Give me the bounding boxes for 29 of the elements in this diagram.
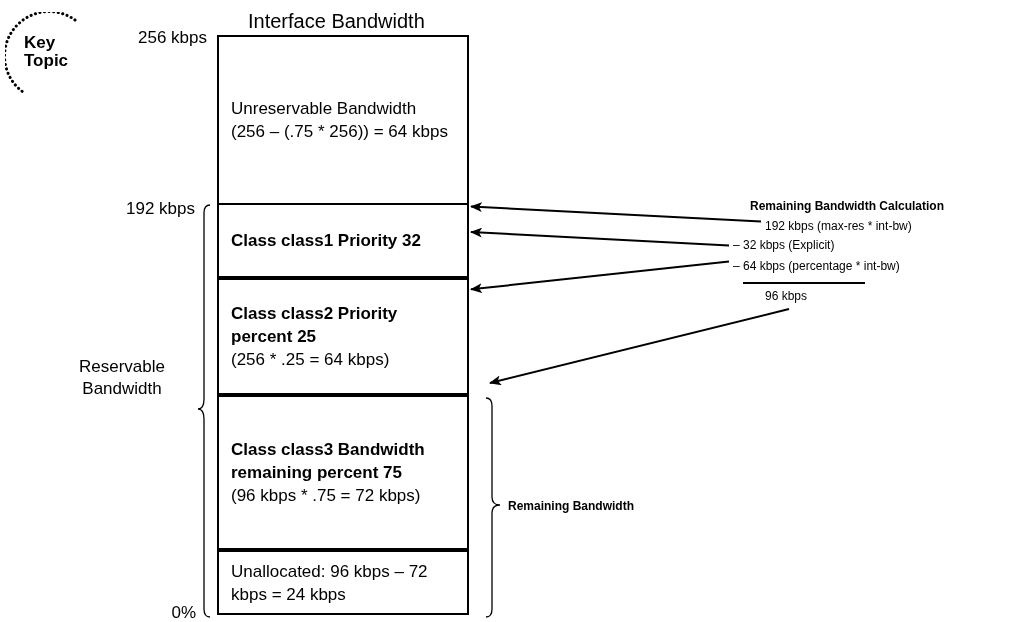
calculation-title: Remaining Bandwidth Calculation <box>750 198 944 215</box>
calculation-line: 96 kbps <box>765 288 809 305</box>
bandwidth-segment <box>217 278 469 395</box>
segment-text: (256 – (.75 * 256)) = 64 kbps <box>231 121 449 143</box>
segment-text: Unreservable Bandwidth <box>231 98 418 120</box>
segment-text: Unallocated: 96 kbps – 72 kbps = 24 kbps <box>231 560 429 606</box>
axis-label: 192 kbps <box>126 198 195 220</box>
arrow <box>470 227 730 247</box>
axis-label: 256 kbps <box>138 27 207 49</box>
bandwidth-segment <box>217 395 469 550</box>
key-topic-label: Key Topic <box>24 34 70 70</box>
calculation-line: 192 kbps (max-res * int-bw) <box>765 218 913 235</box>
arrow <box>470 202 762 223</box>
axis-label: 0% <box>171 602 196 622</box>
calculation-line: – 64 kbps (percentage * int-bw) <box>733 258 901 275</box>
class-heading: Class class2 Priority percent 25 <box>231 303 399 348</box>
calculation-line: – 32 kbps (Explicit) <box>733 237 836 254</box>
class-heading: Class class1 Priority 32 <box>231 230 422 252</box>
arrow <box>489 308 790 386</box>
class-heading: Class class3 Bandwidth remaining percent 75 <box>231 439 426 484</box>
arrow <box>470 260 730 294</box>
bandwidth-segment <box>217 35 469 205</box>
bracket-label: Remaining Bandwidth <box>508 498 634 515</box>
diagram-title: Interface Bandwidth <box>248 9 425 34</box>
bandwidth-segment <box>217 203 469 278</box>
segment-text: (256 * .25 = 64 kbps) <box>231 349 391 371</box>
bracket-label: Reservable Bandwidth <box>78 356 166 400</box>
segment-text: (96 kbps * .75 = 72 kbps) <box>231 485 422 507</box>
bandwidth-segment <box>217 550 469 615</box>
